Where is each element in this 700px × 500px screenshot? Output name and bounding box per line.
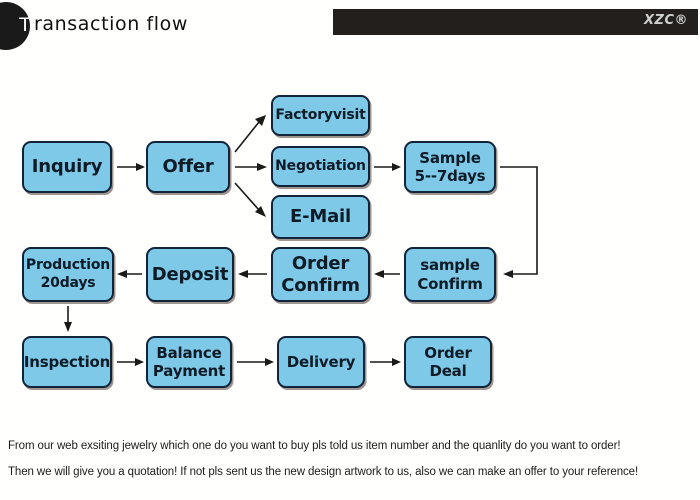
flow-node-label: Inquiry (31, 156, 103, 178)
logo-letter: T (19, 14, 31, 36)
flow-node-inspection[interactable]: Inspection (22, 336, 112, 388)
flow-node-deposit[interactable]: Deposit (146, 247, 234, 302)
arrow-offer-to-negotiation (235, 163, 267, 171)
brand-text: XZC® (644, 13, 688, 28)
flow-node-sample-confirm[interactable]: sample Confirm (404, 247, 496, 302)
arrow-inspection-to-balance (117, 358, 144, 366)
flow-node-label: Deposit (151, 263, 229, 285)
flow-node-delivery[interactable]: Delivery (277, 336, 365, 388)
arrow-delivery-to-orderdeal (370, 358, 401, 366)
flow-node-inquiry[interactable]: Inquiry (22, 141, 112, 193)
footer-line-1: From our web exsiting jewelry which one … (8, 440, 621, 452)
flow-node-label: sample Confirm (417, 256, 483, 293)
flow-node-balance-payment[interactable]: Balance Payment (146, 336, 232, 388)
brand-bar: XZC® (333, 9, 698, 35)
flow-node-offer[interactable]: Offer (146, 141, 230, 193)
arrow-negotiation-to-sample (374, 163, 401, 171)
flow-node-label: Order Deal (424, 343, 472, 380)
flow-node-label: Offer (162, 156, 214, 178)
flow-node-label: Inspection (23, 352, 111, 371)
flow-node-label: Balance Payment (152, 343, 226, 380)
arrow-deposit-to-production (117, 270, 142, 278)
flow-node-label: Factoryvisit (275, 106, 366, 123)
arrow-production-to-inspection (64, 306, 72, 332)
flow-node-order-confirm[interactable]: Order Confirm (271, 247, 370, 302)
flow-node-production[interactable]: Production 20days (22, 247, 114, 302)
flow-node-factoryvisit[interactable]: Factoryvisit (271, 95, 370, 136)
arrow-inquiry-to-offer (117, 163, 145, 171)
flow-node-sample[interactable]: Sample 5--7days (404, 141, 496, 193)
flow-node-label: E-Mail (290, 206, 351, 228)
flow-node-email[interactable]: E-Mail (271, 195, 370, 239)
arrow-offer-to-email (234, 182, 266, 217)
arrow-sampleconfirm-to-orderconfirm (374, 270, 400, 278)
page-title: ransaction flow (34, 13, 189, 35)
arrow-sample-loop-to-sampleconfirm (500, 166, 538, 278)
flow-node-order-deal[interactable]: Order Deal (404, 336, 492, 388)
arrow-offer-to-factoryvisit (234, 115, 266, 153)
flow-node-label: Delivery (286, 352, 356, 371)
flow-node-negotiation[interactable]: Negotiation (271, 146, 370, 187)
flow-node-label: Sample 5--7days (414, 148, 486, 185)
arrow-balance-to-delivery (237, 358, 274, 366)
flow-node-label: Production 20days (25, 257, 111, 291)
flow-node-label: Negotiation (275, 157, 366, 174)
footer-line-2: Then we will give you a quotation! If no… (8, 466, 639, 478)
arrow-orderconfirm-to-deposit (238, 270, 267, 278)
flow-node-label: Order Confirm (281, 252, 360, 296)
